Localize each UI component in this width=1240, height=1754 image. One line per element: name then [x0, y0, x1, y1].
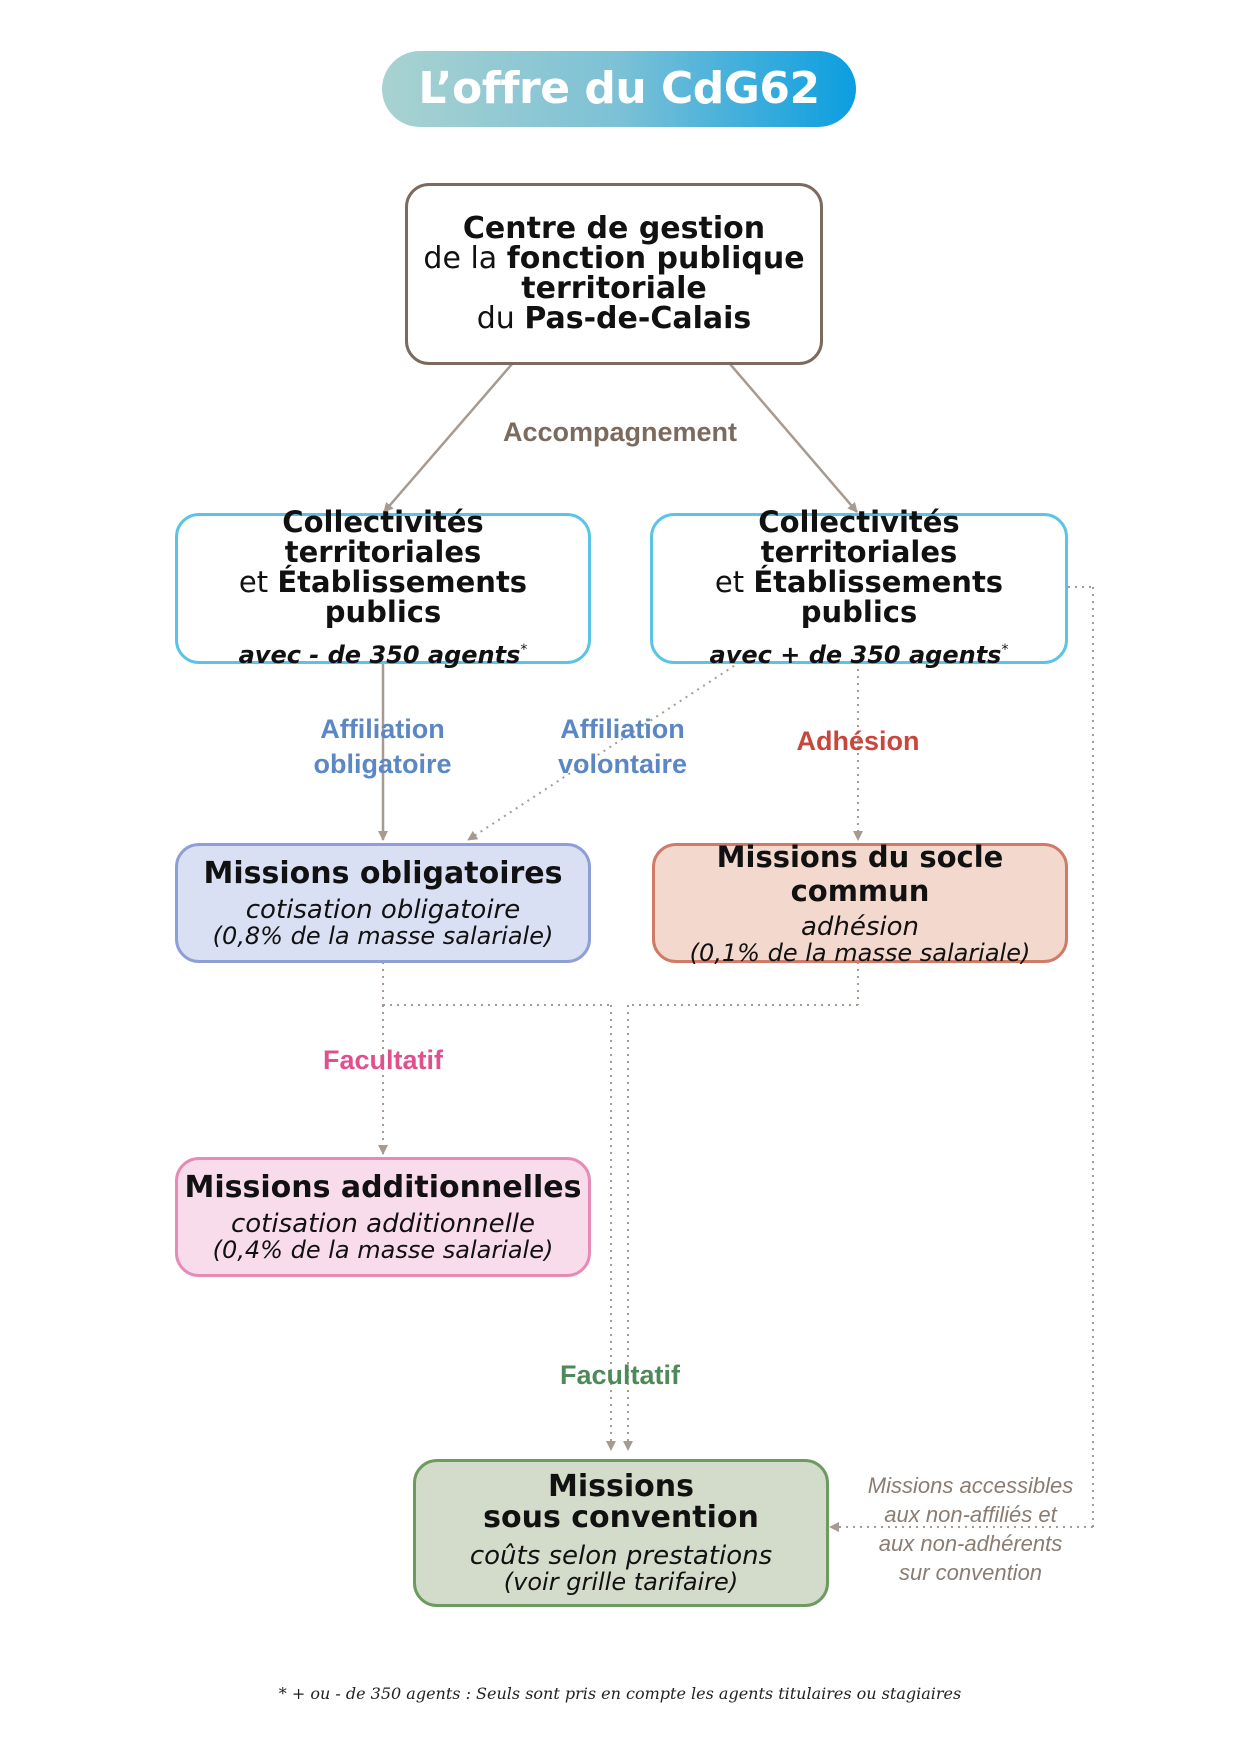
label-facultatif-additionnelles: Facultatif [322, 1045, 443, 1075]
cdg-line2-bold: fonction publique [506, 241, 805, 276]
side-note-line4: sur convention [898, 1560, 1043, 1585]
collectivites-small-line2: territoriales [284, 535, 482, 569]
collectivites-large-box: Collectivités territoriales et Établisse… [650, 507, 1068, 669]
label-adhesion: Adhésion [796, 726, 920, 756]
missions-convention-title2: sous convention [483, 1500, 759, 1535]
missions-socle-title: Missions du socle commun [716, 840, 1004, 908]
collectivites-large-star: * [1001, 642, 1009, 658]
label-affiliation-volontaire: Affiliation volontaire [500, 712, 745, 782]
side-note: Missions accessibles aux non-affiliés et… [848, 1471, 1093, 1587]
missions-additionnelles-box: Missions additionnelles cotisation addit… [175, 1157, 591, 1277]
label-affiliation-volontaire-2: volontaire [557, 749, 688, 779]
missions-convention-detail: (voir grille tarifaire) [503, 1568, 739, 1596]
missions-convention-sub: coûts selon prestations [469, 1541, 773, 1571]
page-title: L’offre du CdG62 [382, 51, 856, 127]
cdg-line2-pre: de la [423, 241, 507, 276]
label-affiliation-obligatoire-2: obligatoire [313, 749, 452, 779]
arrow-cdg-to-small [383, 363, 513, 513]
collectivites-large-line3-pre: et [714, 565, 754, 599]
footnote: * + ou - de 350 agents : Seuls sont pris… [278, 1684, 962, 1703]
missions-socle-detail: (0,1% de la masse salariale) [689, 939, 1031, 967]
collectivites-large-line3-bold: Établissements publics [753, 565, 1004, 629]
missions-convention-box: Missions sous convention coûts selon pre… [413, 1459, 829, 1607]
label-accompagnement: Accompagnement [502, 417, 738, 447]
side-note-line3: aux non-adhérents [878, 1531, 1063, 1556]
label-affiliation-obligatoire: Affiliation obligatoire [260, 712, 505, 782]
missions-socle-box: Missions du socle commun adhésion (0,1% … [652, 840, 1068, 967]
arrow-cdg-to-large [729, 363, 858, 513]
missions-socle-sub: adhésion [800, 912, 920, 942]
cdg-line3: territoriale [521, 271, 707, 306]
collectivites-small-line4: avec - de 350 agents [238, 641, 521, 669]
missions-obligatoires-title: Missions obligatoires [203, 856, 563, 891]
missions-additionnelles-detail: (0,4% de la masse salariale) [212, 1236, 554, 1264]
label-affiliation-volontaire-1: Affiliation [560, 714, 685, 744]
collectivites-small-star: * [520, 642, 528, 658]
collectivites-small-line1: Collectivités [282, 505, 484, 539]
missions-obligatoires-sub: cotisation obligatoire [245, 895, 521, 925]
side-note-line2: aux non-affiliés et [884, 1502, 1057, 1527]
cdg-line4-pre: du [476, 301, 525, 336]
missions-obligatoires-box: Missions obligatoires cotisation obligat… [175, 843, 591, 963]
label-affiliation-obligatoire-1: Affiliation [320, 714, 445, 744]
arrow-affiliation-volontaire [467, 661, 741, 841]
cdg-line1: Centre de gestion [462, 211, 766, 246]
collectivites-small-box: Collectivités territoriales et Établisse… [175, 507, 591, 669]
collectivites-large-line2: territoriales [760, 535, 958, 569]
missions-convention-title1: Missions [548, 1469, 694, 1504]
missions-obligatoires-detail: (0,8% de la masse salariale) [212, 922, 554, 950]
cdg-line4-bold: Pas-de-Calais [524, 301, 752, 336]
missions-additionnelles-title: Missions additionnelles [184, 1170, 582, 1205]
collectivites-large-line1: Collectivités [758, 505, 960, 539]
label-facultatif-convention: Facultatif [559, 1360, 680, 1390]
missions-additionnelles-sub: cotisation additionnelle [230, 1209, 536, 1239]
side-note-line1: Missions accessibles [867, 1473, 1074, 1498]
cdg-box: Centre de gestion de la fonction publiqu… [405, 183, 823, 365]
collectivites-small-line3-pre: et [238, 565, 278, 599]
collectivites-small-line3-bold: Établissements publics [277, 565, 528, 629]
collectivites-large-line4: avec + de 350 agents [709, 641, 1002, 669]
